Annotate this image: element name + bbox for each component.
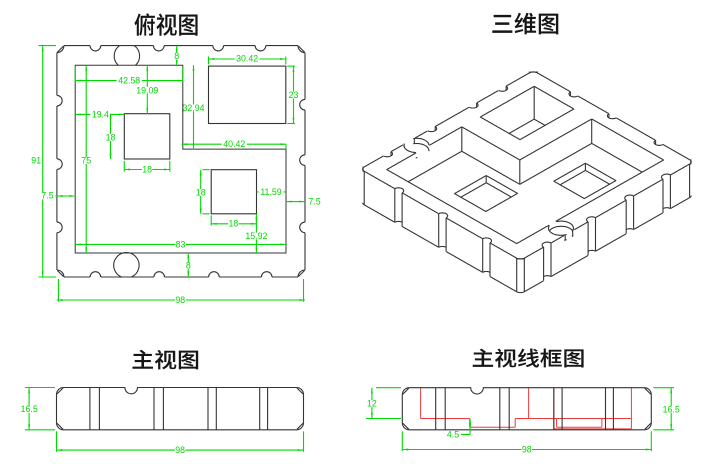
svg-text:32,94: 32,94 bbox=[182, 103, 204, 113]
svg-text:12: 12 bbox=[367, 399, 377, 409]
svg-text:18: 18 bbox=[196, 187, 206, 197]
svg-text:98: 98 bbox=[522, 444, 532, 454]
svg-text:83: 83 bbox=[176, 239, 186, 249]
svg-text:19.4: 19.4 bbox=[92, 109, 109, 119]
svg-text:15.92: 15.92 bbox=[245, 231, 267, 241]
svg-text:7.5: 7.5 bbox=[41, 191, 53, 201]
svg-text:91: 91 bbox=[31, 156, 41, 166]
svg-text:11.59: 11.59 bbox=[260, 187, 281, 197]
svg-text:75: 75 bbox=[81, 155, 91, 165]
svg-text:7.5: 7.5 bbox=[308, 197, 320, 207]
svg-text:18: 18 bbox=[106, 132, 116, 142]
svg-text:42.58: 42.58 bbox=[118, 76, 140, 86]
svg-text:18: 18 bbox=[229, 219, 239, 229]
svg-text:30.42: 30.42 bbox=[236, 54, 258, 64]
svg-text:18: 18 bbox=[142, 164, 152, 174]
svg-text:8: 8 bbox=[174, 51, 179, 61]
svg-text:4.5: 4.5 bbox=[447, 430, 459, 440]
svg-text:98: 98 bbox=[175, 445, 185, 455]
svg-text:98: 98 bbox=[175, 295, 185, 305]
svg-text:16.5: 16.5 bbox=[663, 404, 680, 414]
svg-text:19.09: 19.09 bbox=[136, 85, 158, 95]
svg-text:8: 8 bbox=[186, 261, 191, 271]
svg-text:16.5: 16.5 bbox=[21, 404, 38, 414]
svg-text:23: 23 bbox=[289, 90, 299, 100]
svg-text:40.42: 40.42 bbox=[223, 139, 245, 149]
